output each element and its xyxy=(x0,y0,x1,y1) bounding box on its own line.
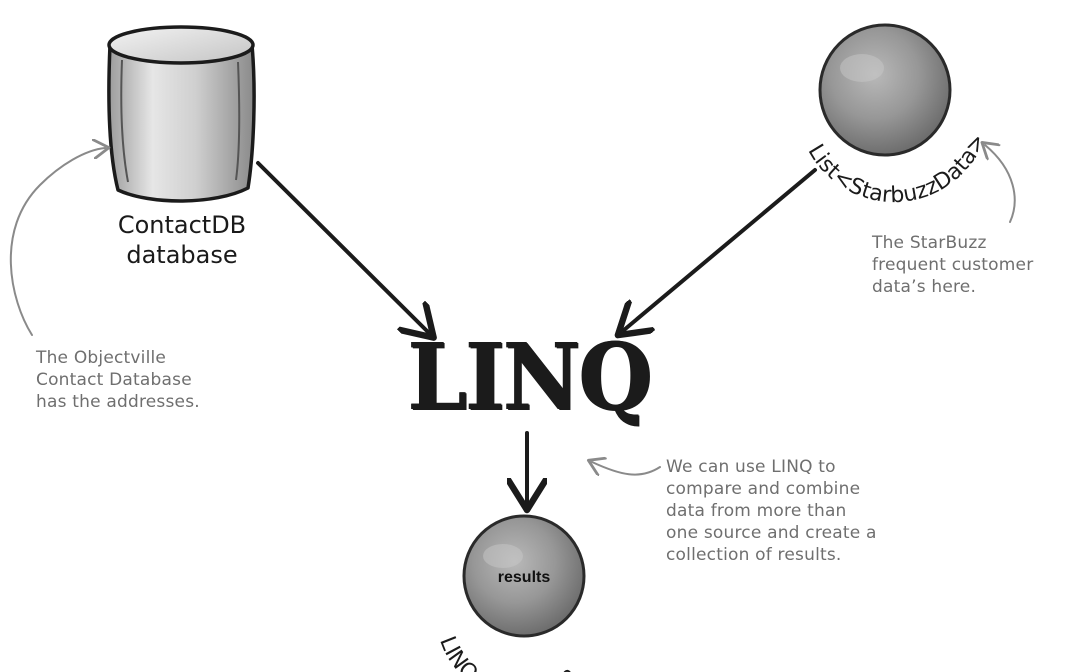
database-cylinder-icon xyxy=(107,25,256,203)
annotation-objectville-line-3: has the addresses. xyxy=(36,392,200,412)
annotation-linq-note-line-3: data from more than xyxy=(666,501,847,521)
arrow-database-to-linq xyxy=(256,161,428,332)
annotation-linq-note-line-4: one source and create a xyxy=(666,523,877,543)
annotation-linq-note-line-1: We can use LINQ to xyxy=(666,457,836,477)
database-label-line-2: database xyxy=(126,241,238,269)
database-label: ContactDB database xyxy=(102,210,262,270)
results-sphere-icon xyxy=(462,514,586,638)
annotation-starbuzz-line-3: data’s here. xyxy=(872,277,977,297)
annotation-objectville-line-1: The Objectville xyxy=(36,348,167,368)
linq-title: LINQ xyxy=(408,323,653,431)
database-label-line-1: ContactDB xyxy=(117,211,247,239)
annotation-linq-note-line-2: compare and combine xyxy=(666,479,861,499)
annotation-linq-note-line-5: collection of results. xyxy=(666,545,842,565)
annotation-objectville-line-2: Contact Database xyxy=(36,370,192,390)
annotation-starbuzz-line-1: The StarBuzz xyxy=(872,233,987,253)
list-sphere-icon xyxy=(818,23,952,157)
annotation-objectville: The Objectville Contact Database has the… xyxy=(36,347,236,413)
annotation-arrow-objectville xyxy=(9,148,105,336)
annotation-arrow-linq-note xyxy=(592,462,661,475)
annotation-linq-note: We can use LINQ to compare and combine d… xyxy=(666,456,906,566)
annotation-starbuzz: The StarBuzz frequent customer data’s he… xyxy=(872,232,1067,298)
arrow-list-to-linq xyxy=(624,168,817,330)
results-inner-label: results xyxy=(498,569,551,586)
results-curved-label-text: LINQ Collection xyxy=(434,633,581,672)
results-curved-label: LINQ Collection xyxy=(434,633,581,672)
annotation-starbuzz-line-2: frequent customer xyxy=(872,255,1034,275)
annotation-arrow-starbuzz xyxy=(985,145,1016,223)
